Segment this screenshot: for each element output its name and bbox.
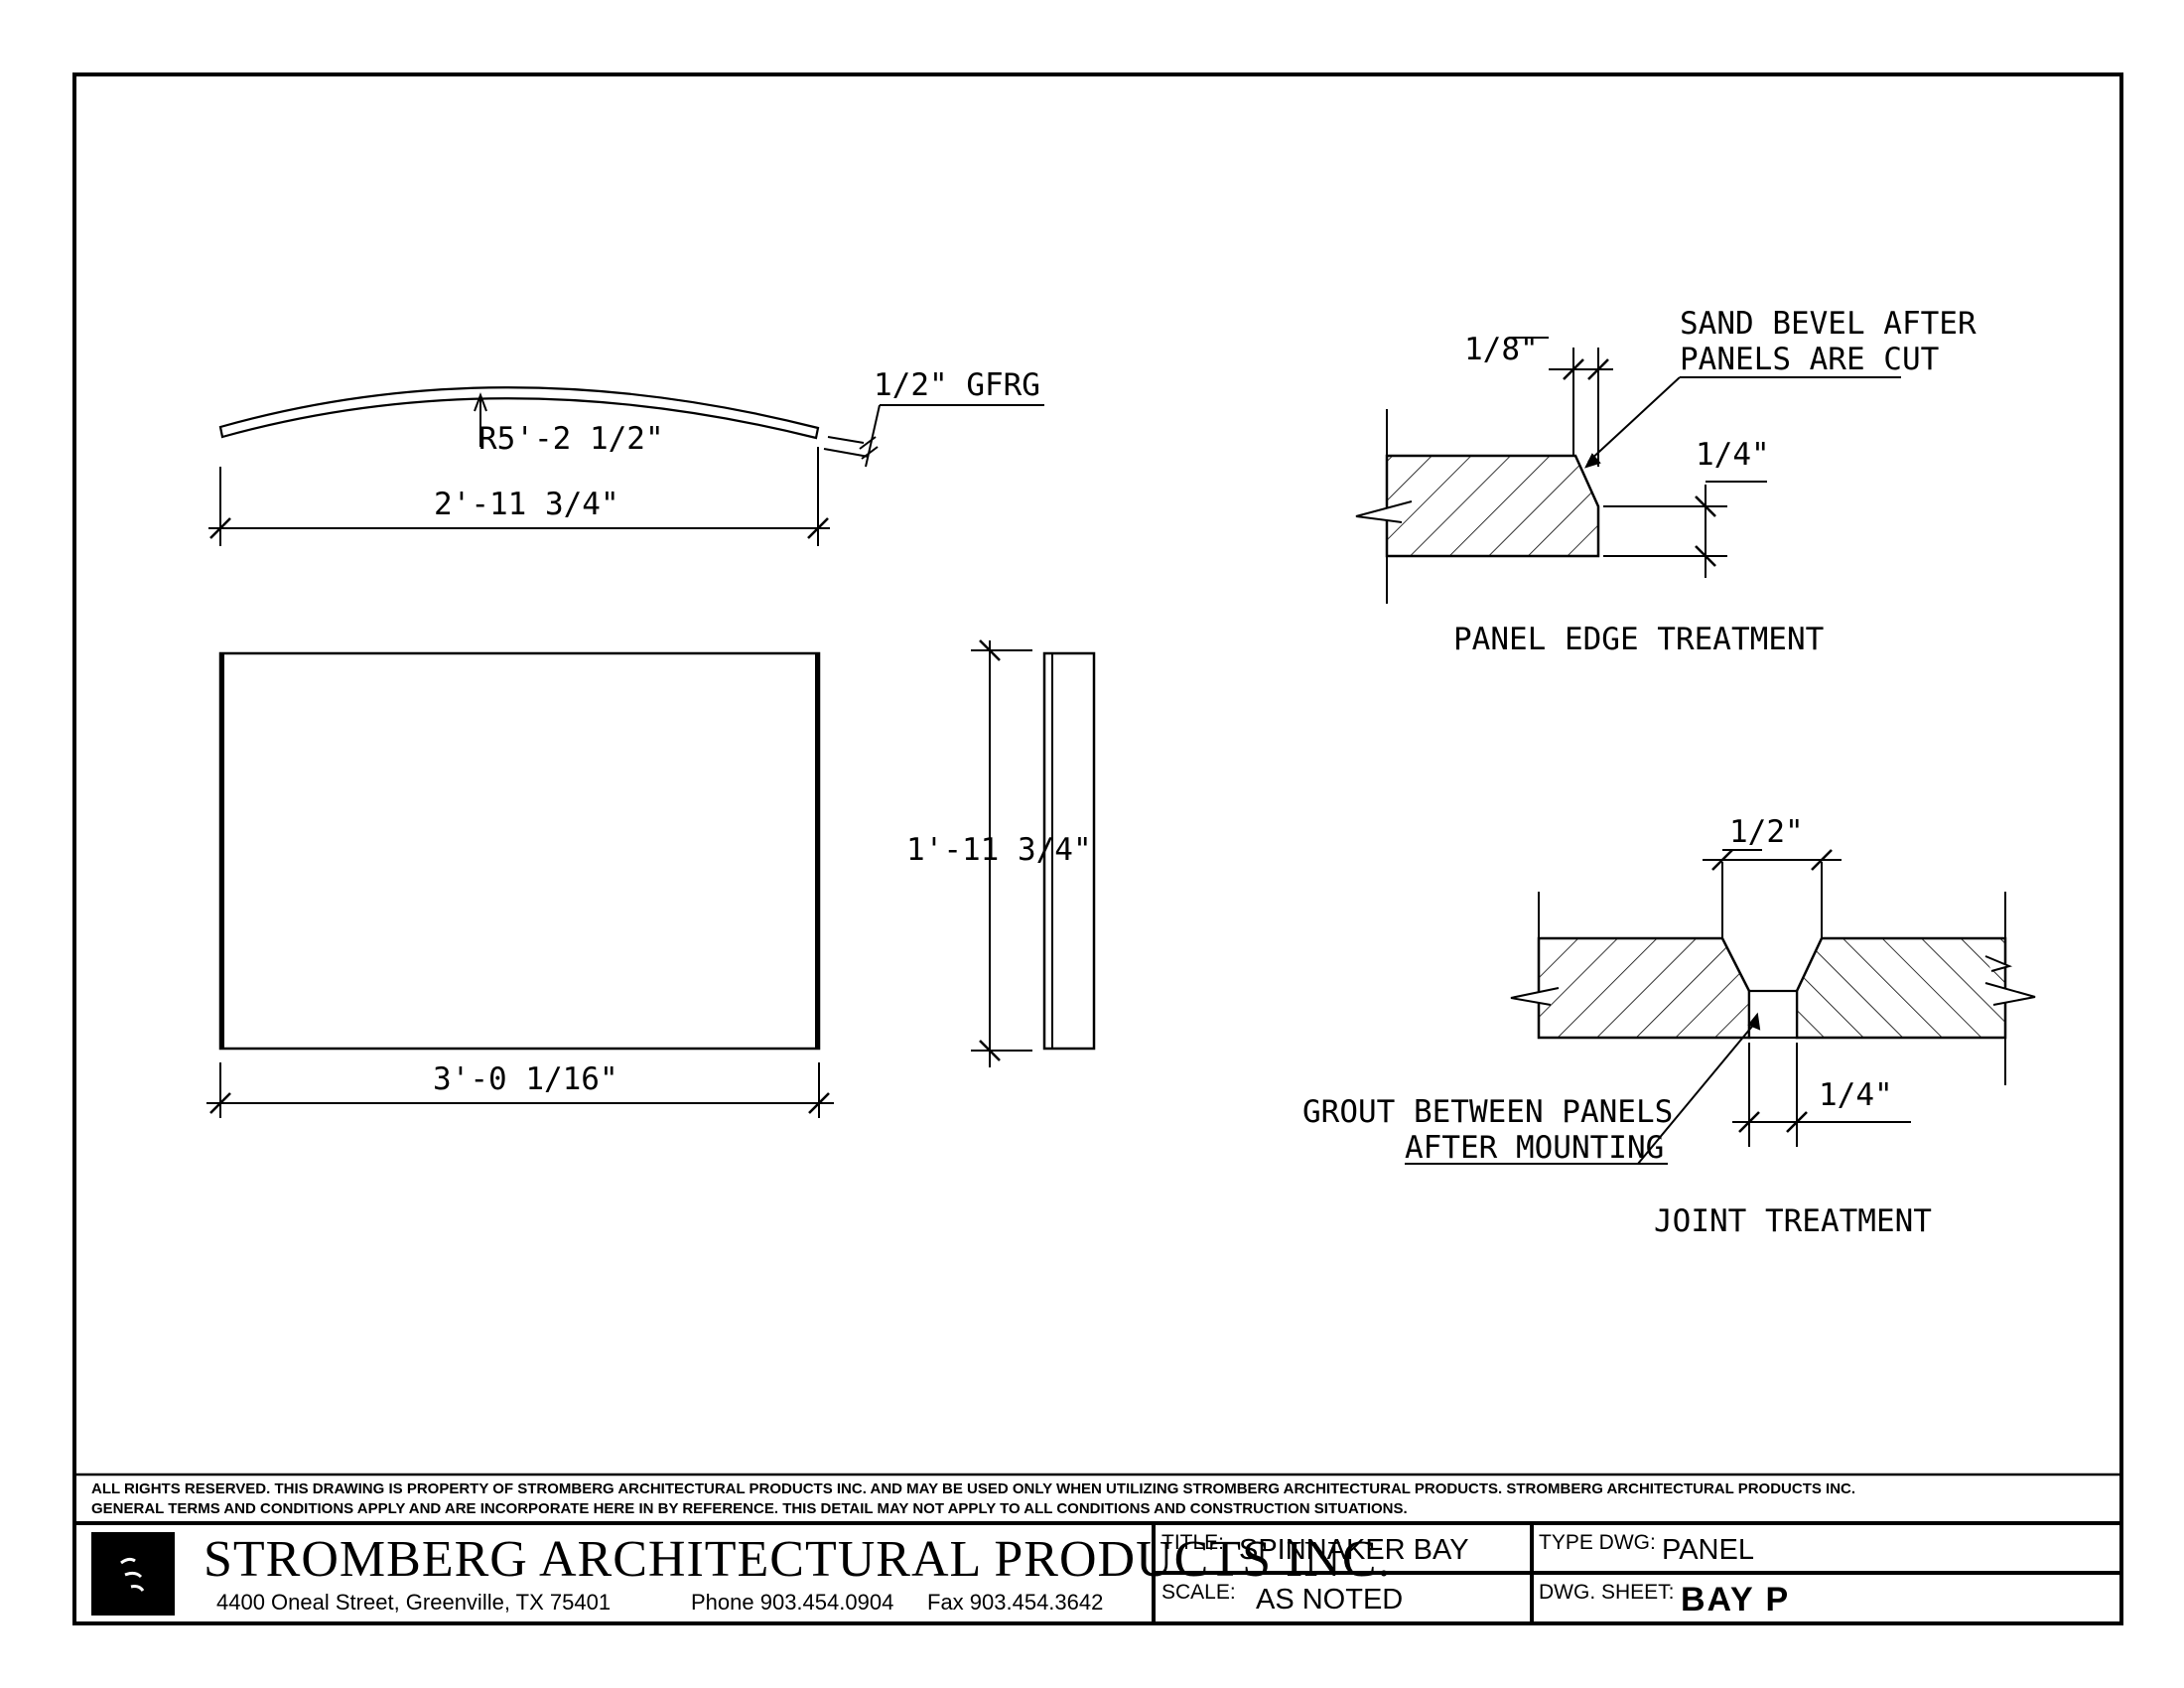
title-value: SPINNAKER BAY	[1239, 1534, 1469, 1566]
bevel-note-1: SAND BEVEL AFTER	[1680, 306, 1977, 342]
dwg-sheet-value: BAY P	[1681, 1581, 1790, 1618]
logo-mark	[120, 1557, 145, 1592]
joint-left-section	[1537, 936, 1751, 1040]
curved-panel-plan	[218, 386, 820, 440]
joint-right-section	[1795, 936, 2007, 1040]
title-block	[74, 1521, 2121, 1623]
grout-note-2: AFTER MOUNTING	[1405, 1130, 1664, 1166]
chord-label: 2'-11 3/4"	[434, 487, 619, 522]
height-label: 1'-11 3/4"	[906, 832, 1092, 868]
material-label: 1/2" GFRG	[874, 367, 1040, 403]
scale-label: SCALE:	[1161, 1581, 1236, 1604]
sheet-border	[72, 72, 2123, 1625]
side-view	[971, 639, 1096, 1067]
scale-value: AS NOTED	[1256, 1584, 1403, 1616]
company-address: 4400 Oneal Street, Greenville, TX 75401	[216, 1590, 611, 1615]
radius-arrow	[474, 392, 487, 412]
front-view	[206, 651, 834, 1118]
company-fax: Fax 903.454.3642	[927, 1590, 1103, 1615]
joint-detail	[1405, 849, 2036, 1165]
panel-front	[218, 651, 821, 1051]
joint-dim-top: 1/2"	[1729, 814, 1804, 850]
joint-detail-title: JOINT TREATMENT	[1654, 1203, 1932, 1239]
edge-section	[1385, 454, 1600, 558]
type-dwg-label: TYPE DWG:	[1539, 1531, 1656, 1554]
company-phone: Phone 903.454.0904	[691, 1590, 893, 1615]
joint-dim-bottom: 1/4"	[1819, 1077, 1893, 1113]
radius-label: R5'-2 1/2"	[478, 421, 664, 457]
width-label: 3'-0 1/16"	[433, 1061, 618, 1097]
edge-dim-side: 1/4"	[1696, 437, 1770, 473]
company-name: STROMBERG ARCHITECTURAL PRODUCTS INC.	[204, 1531, 1392, 1588]
edge-detail	[1355, 337, 1901, 604]
bevel-note-2: PANELS ARE CUT	[1680, 342, 1939, 377]
type-dwg-value: PANEL	[1662, 1534, 1754, 1566]
grout-note-1: GROUT BETWEEN PANELS	[1302, 1094, 1673, 1130]
edge-dim-top: 1/8"	[1464, 332, 1539, 367]
title-label: TITLE:	[1161, 1531, 1224, 1554]
dwg-sheet-label: DWG. SHEET:	[1539, 1581, 1675, 1604]
top-view	[208, 386, 1044, 546]
edge-detail-title: PANEL EDGE TREATMENT	[1453, 622, 1824, 657]
notes-line-1: ALL RIGHTS RESERVED. THIS DRAWING IS PRO…	[91, 1480, 1855, 1497]
notes-line-2: GENERAL TERMS AND CONDITIONS APPLY AND A…	[91, 1500, 1408, 1517]
